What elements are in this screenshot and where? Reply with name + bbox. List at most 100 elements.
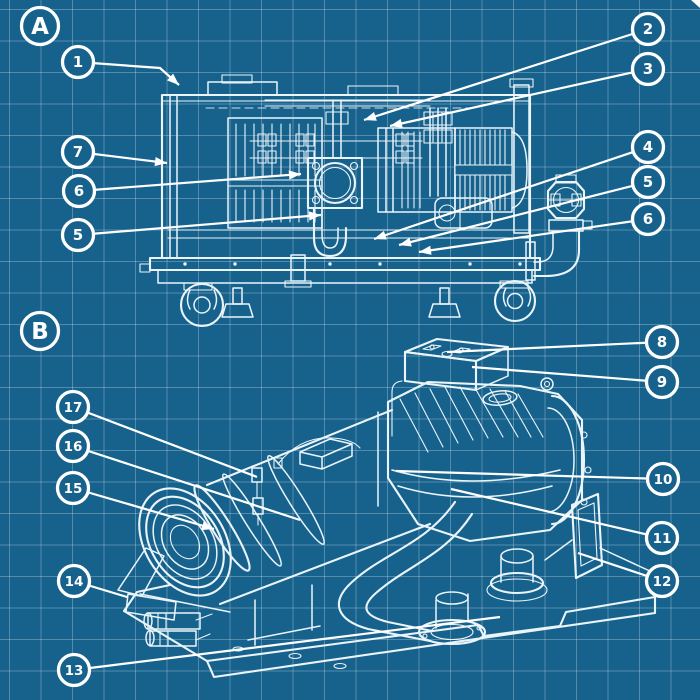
- callout-6-number: 6: [643, 210, 653, 228]
- inspection-flange: [306, 156, 364, 210]
- callout-4: 4: [373, 129, 666, 241]
- callout-8: 8: [446, 324, 680, 360]
- callout-15-balloon: [55, 470, 91, 506]
- view-b-label-circle: [19, 310, 61, 352]
- base-frame: [139, 256, 542, 284]
- callout-5: 5: [398, 164, 666, 247]
- base-plate: [122, 547, 657, 679]
- callout-4-balloon: [630, 129, 666, 165]
- callout-8-number: 8: [657, 333, 667, 351]
- callout-5-number: 5: [643, 173, 653, 191]
- callout-9-number: 9: [657, 373, 667, 391]
- callout-17-number: 17: [64, 400, 83, 416]
- pump-and-motor-block: [377, 107, 528, 229]
- callout-1-balloon: [60, 44, 96, 80]
- callout-6-arrowhead: [288, 170, 301, 180]
- callout-2-number: 2: [643, 20, 653, 38]
- callout-15-arrowhead: [201, 521, 214, 531]
- callout-15-number: 15: [64, 481, 83, 497]
- callout-17: 17: [55, 389, 258, 479]
- callout-3-leader-line: [389, 67, 649, 128]
- callout-7-arrowhead: [154, 156, 167, 167]
- callout-11-leader-line: [450, 487, 663, 540]
- callout-4-leader-line: [373, 145, 649, 241]
- callout-3-number: 3: [643, 60, 653, 78]
- callout-5-leader-line: [398, 180, 649, 247]
- callout-6: 6: [61, 170, 302, 209]
- view-a-machine-drawing: [139, 74, 593, 328]
- callout-6-leader-line: [418, 217, 649, 254]
- callout-3-balloon: [630, 51, 666, 87]
- caster-wheel-right: [493, 279, 537, 323]
- view-a-label: A: [31, 14, 49, 40]
- callout-8-balloon: [644, 324, 680, 360]
- callout-10: 10: [395, 461, 681, 497]
- callout-2: 2: [363, 11, 666, 122]
- callout-9: 9: [471, 364, 680, 400]
- callout-6-number: 6: [74, 182, 84, 200]
- rubber-foot: [486, 548, 548, 602]
- callout-4-number: 4: [643, 138, 653, 156]
- callout-5-leader-line: [77, 213, 322, 237]
- callout-1-number: 1: [73, 53, 83, 71]
- callout-12: 12: [577, 551, 680, 599]
- callout-8-leader-line: [446, 340, 663, 354]
- callout-11-balloon: [644, 520, 680, 556]
- callout-11: 11: [450, 487, 680, 556]
- callout-5: 5: [60, 211, 322, 253]
- page-corner-mark: [691, 0, 700, 8]
- callout-4-arrowhead: [374, 230, 387, 240]
- view-a-label-group: A: [19, 5, 61, 47]
- rear-bracket: [544, 492, 604, 580]
- callout-9-balloon: [644, 364, 680, 400]
- callout-16-balloon: [55, 428, 91, 464]
- connector-box: [391, 337, 510, 437]
- callout-12-balloon: [644, 563, 680, 599]
- callout-10-number: 10: [654, 472, 673, 488]
- callout-7: 7: [60, 134, 168, 170]
- leveling-foot-right: [428, 287, 461, 318]
- callout-15: 15: [55, 470, 215, 531]
- callout-3-arrowhead: [390, 118, 403, 128]
- callout-14-number: 14: [65, 574, 84, 590]
- cooler-fin-block: [227, 117, 323, 229]
- callout-5-arrowhead: [308, 211, 321, 221]
- exhaust-hose: [337, 500, 487, 646]
- callout-13-balloon: [56, 652, 92, 688]
- view-b-machine-drawing: [117, 337, 657, 679]
- callout-13-leader-line: [73, 615, 501, 672]
- callout-17-leader-line: [72, 405, 258, 479]
- callout-12-number: 12: [653, 574, 672, 590]
- callout-7-balloon: [60, 134, 96, 170]
- callout-2-balloon: [630, 11, 666, 47]
- callout-6-balloon: [630, 201, 666, 237]
- callout-14: 14: [56, 563, 128, 599]
- callout-6-balloon: [61, 173, 97, 209]
- callout-14-balloon: [56, 563, 92, 599]
- callout-7-number: 7: [73, 143, 83, 161]
- purge-fittings: [117, 547, 213, 647]
- callout-6-arrowhead: [419, 245, 432, 255]
- callout-5-number: 5: [73, 226, 83, 244]
- drain-pipe: [167, 206, 531, 288]
- top-piping: [264, 99, 431, 159]
- callout-11-number: 11: [653, 531, 672, 547]
- callout-3: 3: [389, 51, 666, 128]
- caster-wheel-left: [179, 282, 225, 328]
- callout-5-balloon: [60, 217, 96, 253]
- callout-10-leader-line: [395, 469, 664, 481]
- callout-17-balloon: [55, 389, 91, 425]
- callout-13: 13: [56, 615, 501, 688]
- callout-1: 1: [60, 44, 180, 86]
- callout-2-arrowhead: [364, 111, 377, 121]
- callout-10-balloon: [645, 461, 681, 497]
- view-b-label: B: [31, 319, 49, 345]
- callout-2-leader-line: [363, 27, 649, 122]
- callout-9-leader-line: [471, 365, 663, 384]
- callout-16-leader-line: [72, 444, 301, 522]
- callout-6: 6: [418, 201, 666, 255]
- callout-16: 16: [55, 428, 301, 522]
